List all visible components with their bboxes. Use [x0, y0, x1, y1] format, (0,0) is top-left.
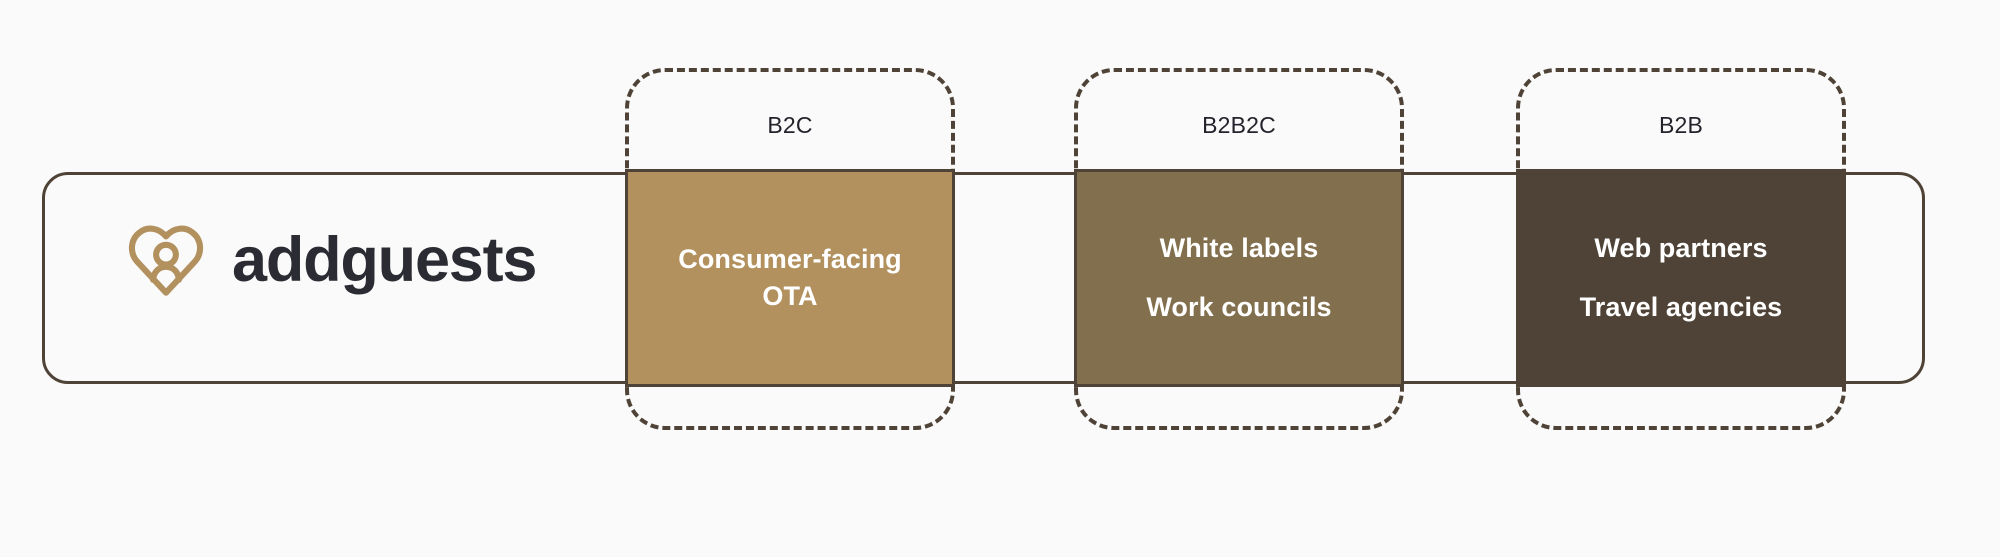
brand-wordmark: addguests: [232, 224, 537, 295]
heart-person-icon: [128, 222, 204, 298]
segment-block-b2c-line-2: OTA: [762, 281, 818, 311]
segment-block-b2c: Consumer-facing OTA: [625, 169, 955, 387]
segment-block-b2b2c: White labels Work councils: [1074, 169, 1404, 387]
segment-block-b2c-line-1: Consumer-facing: [678, 244, 902, 274]
segment-label-b2c: B2C: [767, 112, 813, 138]
segment-label-b2b: B2B: [1658, 112, 1704, 138]
brand-lockup: addguests: [128, 222, 537, 298]
segment-block-b2b2c-line-1: White labels: [1159, 233, 1319, 263]
main-spine-outline: [42, 172, 1925, 384]
segment-block-b2b-line-2: Travel agencies: [1579, 292, 1783, 322]
segment-label-b2b2c: B2B2C: [1202, 112, 1276, 138]
segment-block-b2b2c-line-2: Work councils: [1146, 292, 1332, 322]
segment-block-b2b-line-1: Web partners: [1594, 233, 1768, 263]
segment-block-b2b: Web partners Travel agencies: [1516, 169, 1846, 387]
